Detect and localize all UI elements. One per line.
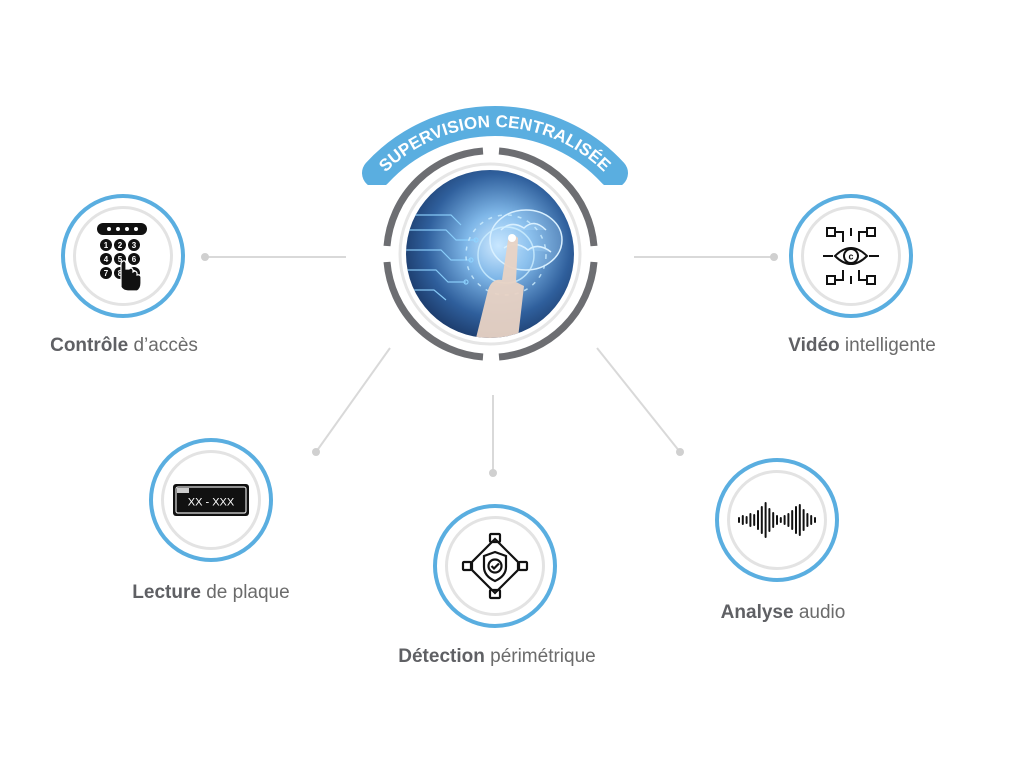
- feature-plate[interactable]: XX - XXX: [149, 438, 273, 562]
- keypad-key: [128, 253, 140, 265]
- keypad-key: [100, 267, 112, 279]
- keypad-key-label: 3: [132, 241, 137, 250]
- feature-label-audio: Analyse audio: [720, 602, 846, 623]
- connector-dot-plate: [312, 448, 320, 456]
- brain-ai-hand-icon: [406, 209, 563, 338]
- sound-wave-icon: [738, 502, 816, 538]
- feature-perimeter[interactable]: [433, 504, 557, 628]
- hub-title-badge: SUPERVISION CENTRALISÉE: [362, 106, 628, 185]
- feature-label-perimeter: Détection périmétrique: [398, 646, 596, 667]
- keypad-key-label: 8: [118, 269, 123, 278]
- connector-plate: [315, 347, 391, 453]
- keypad-key: [128, 239, 140, 251]
- hub-rings: [383, 147, 598, 361]
- hub-title: SUPERVISION CENTRALISÉE: [375, 112, 614, 176]
- connector-dot-perimeter: [489, 469, 497, 477]
- keypad-key-label: 2: [118, 241, 123, 250]
- feature-label-access: Contrôle d’accès: [50, 335, 198, 356]
- keypad-key-label: 7: [104, 269, 109, 278]
- feature-access[interactable]: 123456789: [61, 194, 185, 318]
- keypad-key: [114, 239, 126, 251]
- ai-brain-image: [406, 170, 574, 338]
- feature-label-video: Vidéo intelligente: [788, 335, 936, 356]
- keypad-key-label: 6: [132, 255, 137, 264]
- svg-text:c: c: [848, 252, 853, 262]
- license-plate-icon: XX - XXX: [173, 484, 249, 516]
- central-hub: [370, 138, 610, 370]
- keypad-key-label: 5: [118, 255, 123, 264]
- connector-dot-video: [770, 253, 778, 261]
- feature-audio[interactable]: [715, 458, 839, 582]
- connector-audio: [596, 347, 681, 453]
- connector-dot-audio: [676, 448, 684, 456]
- keypad-key: [100, 239, 112, 251]
- shield-perimeter-icon: [461, 532, 529, 600]
- feature-label-plate: Lecture de plaque: [132, 582, 290, 603]
- svg-text:SUPERVISION CENTRALISÉE: SUPERVISION CENTRALISÉE: [375, 112, 614, 176]
- eye-scan-icon: c: [823, 227, 879, 285]
- keypad-key-label: 1: [104, 241, 109, 250]
- connector-dot-access: [201, 253, 209, 261]
- keypad-icon: 123456789: [97, 223, 147, 291]
- keypad-key: [100, 253, 112, 265]
- feature-video[interactable]: c: [789, 194, 913, 318]
- plate-text: XX - XXX: [188, 497, 235, 509]
- keypad-key-label: 4: [104, 255, 109, 264]
